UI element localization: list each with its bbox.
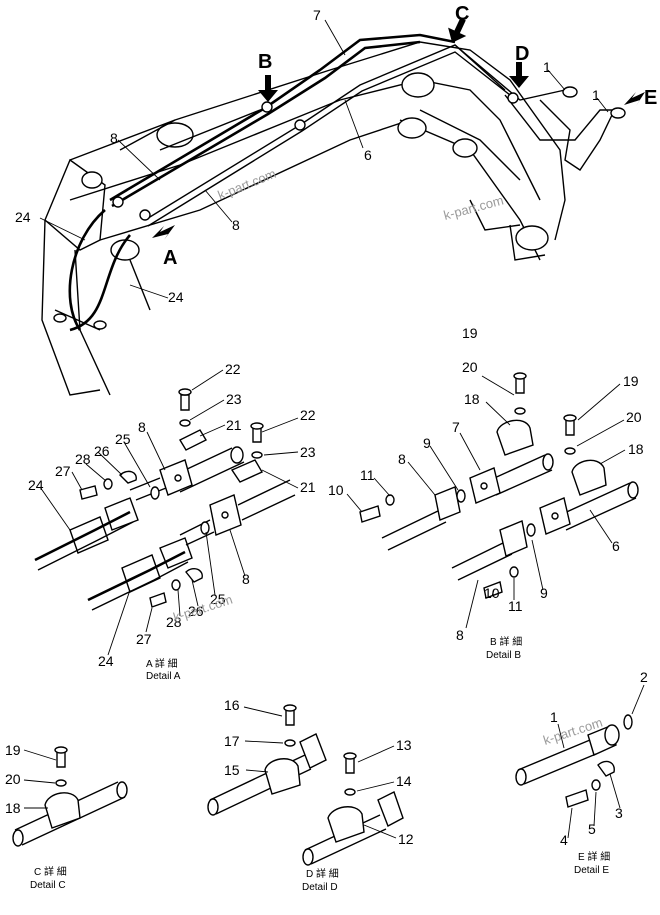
label-1a: 1 (543, 59, 551, 75)
a-label-24a: 24 (28, 477, 44, 493)
a-label-26a: 26 (94, 443, 110, 459)
d-label-15: 15 (224, 762, 240, 778)
e-label-4: 4 (560, 832, 568, 848)
b-label-11b: 11 (508, 598, 523, 614)
view-letter-a: A (163, 247, 177, 269)
label-8b: 8 (232, 217, 240, 233)
label-7: 7 (313, 7, 321, 23)
a-label-28a: 28 (75, 451, 91, 467)
arrow-e-icon (624, 92, 645, 106)
a-label-28b: 28 (166, 614, 182, 630)
view-letter-d: D (515, 43, 529, 65)
detail-c: 19 20 18 C 詳 細 Detail C (5, 742, 128, 891)
detail-b-caption-jp: B 詳 細 (490, 635, 522, 648)
b-label-20b: 20 (626, 409, 642, 425)
detail-e: 2 1 3 4 5 E 詳 細 Detail E k-part.com (515, 669, 648, 876)
b-label-18a: 18 (464, 391, 480, 407)
a-label-23b: 23 (300, 444, 316, 460)
view-letter-b: B (258, 51, 272, 73)
b-label-10b: 10 (484, 585, 500, 601)
detail-e-caption: Detail E (574, 865, 609, 876)
view-letter-e: E (644, 87, 657, 109)
a-label-23a: 23 (226, 391, 242, 407)
label-8a: 8 (110, 130, 118, 146)
b-label-11a: 11 (360, 467, 375, 483)
b-label-10a: 10 (328, 482, 344, 498)
arrow-c-icon (448, 17, 467, 43)
d-label-12: 12 (398, 831, 414, 847)
detail-a: 22 23 21 22 23 21 8 25 26 28 27 24 25 8 … (28, 361, 316, 682)
a-label-25b: 25 (210, 591, 226, 607)
b-label-9a: 9 (423, 435, 431, 451)
detail-c-caption-jp: C 詳 細 (34, 865, 67, 878)
a-label-27a: 27 (55, 463, 71, 479)
watermark-2: k-part.com (442, 193, 505, 223)
c-label-20: 20 (5, 771, 21, 787)
detail-d-caption-jp: D 詳 細 (306, 867, 339, 880)
b-label-20a: 20 (462, 359, 478, 375)
arrow-b-icon (258, 75, 278, 102)
detail-d: 16 17 15 13 14 12 D 詳 細 Detail D (207, 697, 414, 893)
label-24b: 24 (168, 289, 184, 305)
a-label-22a: 22 (225, 361, 241, 377)
view-letter-c: C (455, 3, 469, 25)
b-label-18b: 18 (628, 441, 644, 457)
a-label-8a: 8 (138, 419, 146, 435)
a-label-27b: 27 (136, 631, 152, 647)
b-label-9b: 9 (540, 585, 548, 601)
detail-b-caption: Detail B (486, 650, 521, 661)
a-label-21a: 21 (226, 417, 242, 433)
detail-a-caption: Detail A (146, 671, 181, 682)
e-label-5: 5 (588, 821, 596, 837)
c-label-18: 18 (5, 800, 21, 816)
a-label-25a: 25 (115, 431, 131, 447)
main-boom-view: B C D E A 7 8 8 6 24 24 1 1 k-part.com k… (15, 3, 657, 396)
detail-e-caption-jp: E 詳 細 (578, 850, 610, 863)
label-24a: 24 (15, 209, 31, 225)
d-label-14: 14 (396, 773, 412, 789)
b-label-8a: 8 (398, 451, 406, 467)
a-label-21b: 21 (300, 479, 316, 495)
detail-c-caption: Detail C (30, 880, 66, 891)
a-label-8b: 8 (242, 571, 250, 587)
b-label-19b: 19 (623, 373, 639, 389)
arrow-d-icon (509, 62, 529, 88)
b-label-19a: 19 (462, 325, 478, 341)
d-label-16: 16 (224, 697, 240, 713)
detail-d-caption: Detail D (302, 882, 338, 893)
arrow-a-icon (152, 225, 175, 240)
c-label-19: 19 (5, 742, 21, 758)
label-1b: 1 (592, 87, 600, 103)
detail-a-caption-jp: A 詳 細 (146, 657, 178, 670)
b-label-7: 7 (452, 419, 460, 435)
e-label-1: 1 (550, 709, 558, 725)
a-label-22b: 22 (300, 407, 316, 423)
a-label-26b: 26 (188, 603, 204, 619)
label-6: 6 (364, 147, 372, 163)
e-label-2: 2 (640, 669, 648, 685)
detail-b: 19 20 18 19 20 18 7 9 8 11 10 6 9 11 10 … (328, 325, 644, 661)
d-label-13: 13 (396, 737, 412, 753)
e-label-3: 3 (615, 805, 623, 821)
d-label-17: 17 (224, 733, 240, 749)
a-label-24b: 24 (98, 653, 114, 669)
b-label-6: 6 (612, 538, 620, 554)
b-label-8b: 8 (456, 627, 464, 643)
watermark-3: k-part.com (171, 592, 234, 625)
